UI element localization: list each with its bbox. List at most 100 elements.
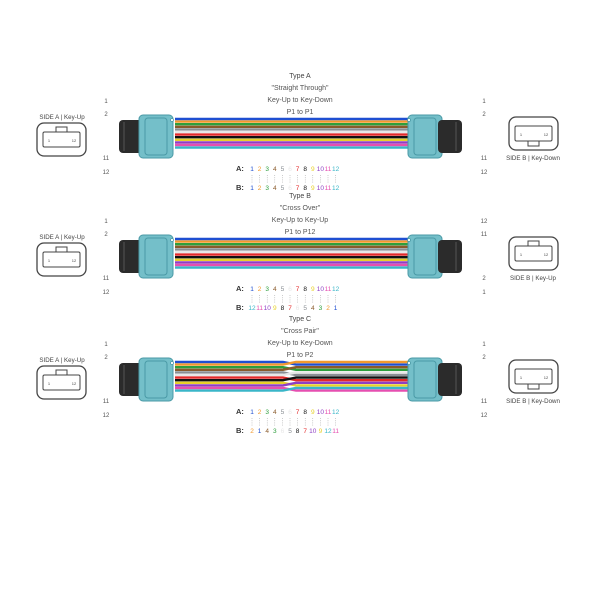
fiber-line	[175, 360, 410, 366]
row-b-number: 9	[319, 428, 323, 435]
row-a-number: 10	[317, 409, 325, 416]
row-b-number: 8	[296, 428, 300, 435]
right-pin-number: 11	[481, 232, 488, 238]
fiber-line	[175, 376, 410, 382]
row-b-number: 4	[311, 305, 315, 312]
port-pin-12-label: 12	[544, 132, 549, 137]
row-b-label: B:	[236, 303, 244, 312]
row-a-number: 8	[303, 166, 307, 173]
row-b-number: 8	[281, 305, 285, 312]
row-a-number: 3	[265, 409, 269, 416]
left-pin-number: 12	[103, 170, 110, 176]
row-a-number: 9	[311, 409, 315, 416]
right-pin-number: 11	[481, 399, 488, 405]
left-pin-number: 2	[104, 355, 108, 361]
row-b-number: 9	[273, 305, 277, 312]
right-pin-number: 2	[482, 276, 486, 282]
port-key	[55, 126, 68, 133]
row-a-number: 12	[332, 166, 340, 173]
row-a-number: 8	[303, 286, 307, 293]
panel-type-a: Type A"Straight Through"Key-Up to Key-Do…	[36, 73, 560, 192]
left-boot	[119, 240, 143, 273]
row-a-label: A:	[236, 164, 244, 173]
row-b-number: 3	[273, 428, 277, 435]
row-b-label: B:	[236, 183, 244, 192]
left-connector-housing	[138, 234, 174, 279]
row-a-number: 9	[311, 286, 315, 293]
panel-subtitle: "Straight Through"	[272, 85, 329, 92]
left-pin-number: 2	[104, 112, 108, 118]
left-pin-number: 1	[104, 219, 108, 225]
right-pin-number: 1	[482, 342, 486, 348]
left-pin-number: 2	[104, 232, 108, 238]
right-pin-number: 2	[482, 112, 486, 118]
row-a-number: 7	[296, 286, 300, 293]
row-b-number: 8	[303, 185, 307, 192]
row-a-number: 4	[273, 166, 277, 173]
row-b-number: 6	[296, 305, 300, 312]
left-pin-number: 12	[103, 290, 110, 296]
right-connector-housing	[407, 357, 443, 402]
right-connector-housing	[407, 234, 443, 279]
panel-keying: Key-Up to Key-Up	[272, 217, 329, 224]
left-pin-number: 11	[103, 399, 110, 405]
right-connector-pin	[407, 238, 411, 242]
row-b-number: 4	[273, 185, 277, 192]
row-a-number: 2	[258, 166, 262, 173]
port-pin-12-label: 12	[72, 381, 77, 386]
right-connector-pin	[407, 118, 411, 122]
port-pin-1-label: 1	[520, 375, 523, 380]
row-a-number: 1	[250, 286, 254, 293]
row-b-number: 4	[265, 428, 269, 435]
row-b-number: 2	[250, 428, 254, 435]
left-connector-pin	[170, 361, 174, 365]
row-a-number: 9	[311, 166, 315, 173]
row-a-number: 4	[273, 409, 277, 416]
port-pin-12-label: 12	[72, 258, 77, 263]
side-b-label: SIDE B | Key-Down	[506, 398, 560, 405]
row-b-number: 3	[265, 185, 269, 192]
row-b-number: 11	[325, 185, 332, 192]
left-pin-number: 11	[103, 276, 110, 282]
row-b-number: 5	[288, 428, 292, 435]
port-pin-12-label: 12	[544, 375, 549, 380]
row-b-number: 1	[258, 428, 262, 435]
left-boot	[119, 120, 143, 153]
row-a-number: 10	[317, 286, 325, 293]
right-connector-housing	[407, 114, 443, 159]
row-a-number: 6	[288, 286, 292, 293]
row-a-number: 7	[296, 409, 300, 416]
left-connector-pin	[170, 118, 174, 122]
left-connector-pin	[170, 238, 174, 242]
right-pin-number: 12	[481, 219, 488, 225]
port-pin-1-label: 1	[48, 381, 51, 386]
left-pin-number: 12	[103, 413, 110, 419]
row-b-number: 1	[250, 185, 254, 192]
right-pin-number: 1	[482, 290, 486, 296]
row-b-number: 5	[281, 185, 285, 192]
port-outline	[508, 236, 559, 271]
fiber-line	[175, 386, 410, 392]
row-a-label: A:	[236, 407, 244, 416]
port-pin-12-label: 12	[544, 252, 549, 257]
left-pin-number: 1	[104, 99, 108, 105]
row-a-number: 12	[332, 286, 340, 293]
port-outline	[36, 122, 87, 157]
row-a-number: 6	[288, 409, 292, 416]
port-key	[55, 246, 68, 253]
port-outline	[508, 116, 559, 151]
row-a-number: 11	[325, 409, 332, 416]
row-b-number: 2	[258, 185, 262, 192]
panel-polarity: P1 to P1	[287, 109, 314, 116]
port-pin-1-label: 1	[48, 138, 51, 143]
port-pin-1-label: 1	[48, 258, 51, 263]
row-a-label: A:	[236, 284, 244, 293]
row-b-number: 10	[309, 428, 317, 435]
row-a-number: 3	[265, 166, 269, 173]
row-b-number: 5	[303, 305, 307, 312]
panel-title: Type C	[289, 316, 311, 323]
right-connector-latch	[413, 117, 437, 156]
row-b-number: 9	[311, 185, 315, 192]
